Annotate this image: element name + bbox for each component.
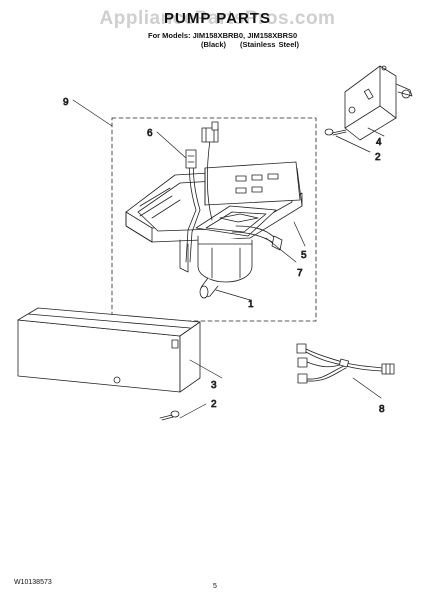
callout-4: 4 [376,137,382,148]
screw-lower-drawing [159,410,180,421]
page-number: 5 [213,583,217,590]
page-title: PUMP PARTS [164,10,271,27]
document-number: W10138573 [14,579,52,586]
color-stainless: (Stainless Steel) [240,40,299,49]
callout-5: 5 [301,250,307,261]
pump-assembly-drawing [125,121,303,299]
color-black: (Black) [201,40,227,49]
callout-3: 3 [211,380,217,391]
callout-7: 7 [297,268,303,279]
callout-6: 6 [147,128,153,139]
leader-lines [72,99,385,419]
models-line: For Models: JIM158XBRB0, JIM158XBRS0 [148,31,298,40]
callout-9: 9 [63,97,69,108]
cover-panel-drawing [17,307,201,393]
callout-8: 8 [379,404,385,415]
callout-1: 1 [248,299,254,310]
callout-2-lower: 2 [211,399,217,410]
color-variants: (Black) (Stainless Steel) [201,40,313,49]
watermark: AppliancePartsPros.com [99,8,336,29]
callout-2-upper: 2 [375,152,381,163]
assembly-boundary [111,117,317,322]
wire-harness-drawing [296,343,395,384]
mounting-bracket-drawing [344,65,413,141]
screw-upper-drawing [324,128,347,136]
